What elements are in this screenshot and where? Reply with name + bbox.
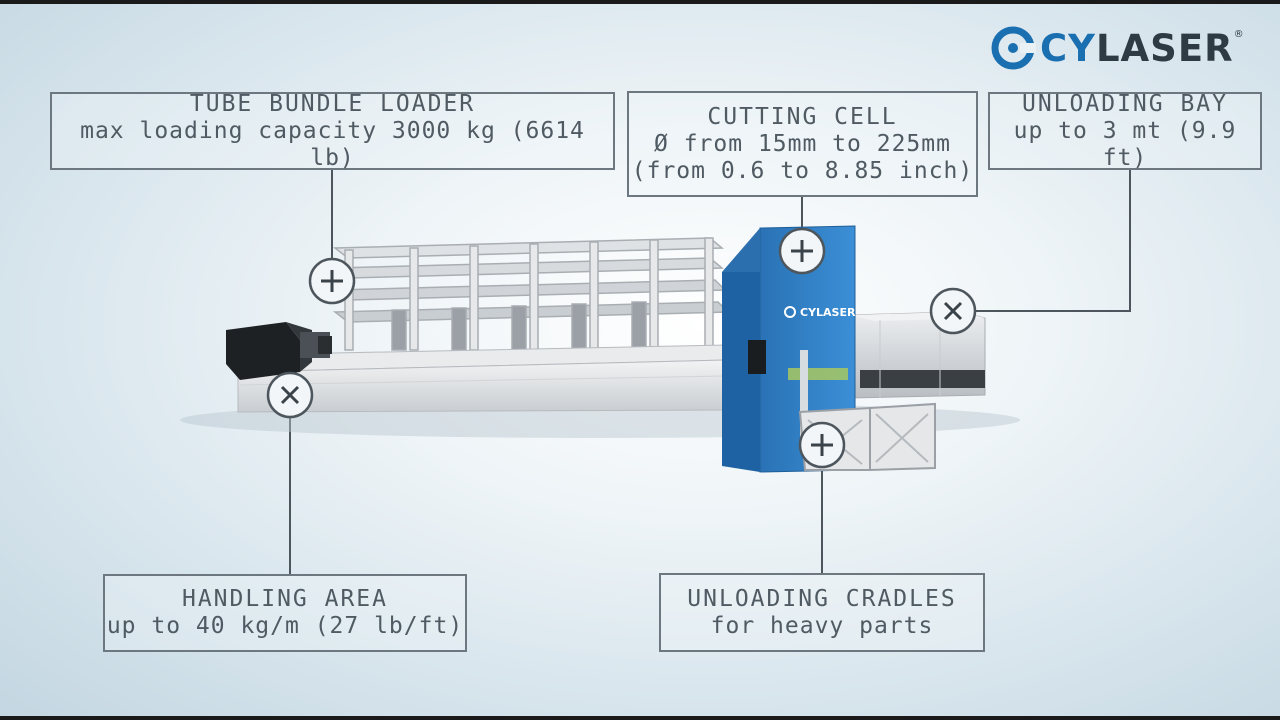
cylaser-logo-icon	[991, 26, 1036, 70]
cylaser-logo: CYLASER®	[990, 24, 1245, 72]
registered-mark: ®	[1233, 28, 1245, 40]
unloading-bay-spec: up to 3 mt (9.9 ft)	[1013, 117, 1237, 171]
connector-lines	[289, 170, 1131, 574]
unloading-bay-title: UNLOADING BAY	[1021, 90, 1228, 117]
tube-bundle-loader-spec: max loading capacity 3000 kg (6614 lb)	[80, 117, 585, 171]
unloading-bay-marker-icon	[929, 287, 977, 335]
tube-bundle-loader-marker-icon	[308, 257, 356, 305]
handling-area-marker-icon	[266, 371, 314, 419]
cutting-cell-spec-mm: Ø from 15mm to 225mm	[654, 130, 951, 157]
cutting-cell-marker[interactable]	[779, 228, 825, 274]
handling-area-marker[interactable]	[267, 372, 313, 418]
top-letterbox	[0, 0, 1280, 4]
unloading-cradles-title: UNLOADING CRADLES	[687, 585, 957, 612]
unloading-bay-marker[interactable]	[930, 288, 976, 334]
bottom-letterbox	[0, 716, 1280, 720]
tube-bundle-loader-title: TUBE BUNDLE LOADER	[189, 90, 476, 117]
tube-bundle-loader	[332, 237, 730, 351]
handling-area-spec: up to 40 kg/m (27 lb/ft)	[106, 613, 464, 639]
unloading-cradles-marker[interactable]	[799, 422, 845, 468]
tube-bundle-loader-label: TUBE BUNDLE LOADER max loading capacity …	[50, 90, 615, 171]
handling-area-bed	[237, 344, 727, 413]
logo-text-cy: CY	[1040, 26, 1096, 70]
unloading-cradles-marker-icon	[798, 421, 846, 469]
tube-bundle-loader-marker[interactable]	[309, 258, 355, 304]
cutting-cell-title: CUTTING CELL	[707, 103, 898, 130]
handling-area-label: HANDLING AREA up to 40 kg/m (27 lb/ft)	[103, 574, 467, 652]
cutting-cell-marker-icon	[778, 227, 826, 275]
unloading-cradles-label: UNLOADING CRADLES for heavy parts	[659, 573, 985, 652]
unloading-cradles-spec: for heavy parts	[710, 612, 934, 639]
cutting-cell-spec-inch: (from 0.6 to 8.85 inch)	[631, 157, 974, 184]
machine-logo-text: CYLASER	[800, 306, 856, 319]
handling-chuck	[226, 322, 332, 380]
cutting-cell-label: CUTTING CELL Ø from 15mm to 225mm (from …	[627, 91, 978, 197]
logo-text-laser: LASER	[1095, 26, 1234, 70]
unloading-bay-label: UNLOADING BAY up to 3 mt (9.9 ft)	[988, 90, 1262, 171]
handling-area-title: HANDLING AREA	[181, 586, 388, 612]
